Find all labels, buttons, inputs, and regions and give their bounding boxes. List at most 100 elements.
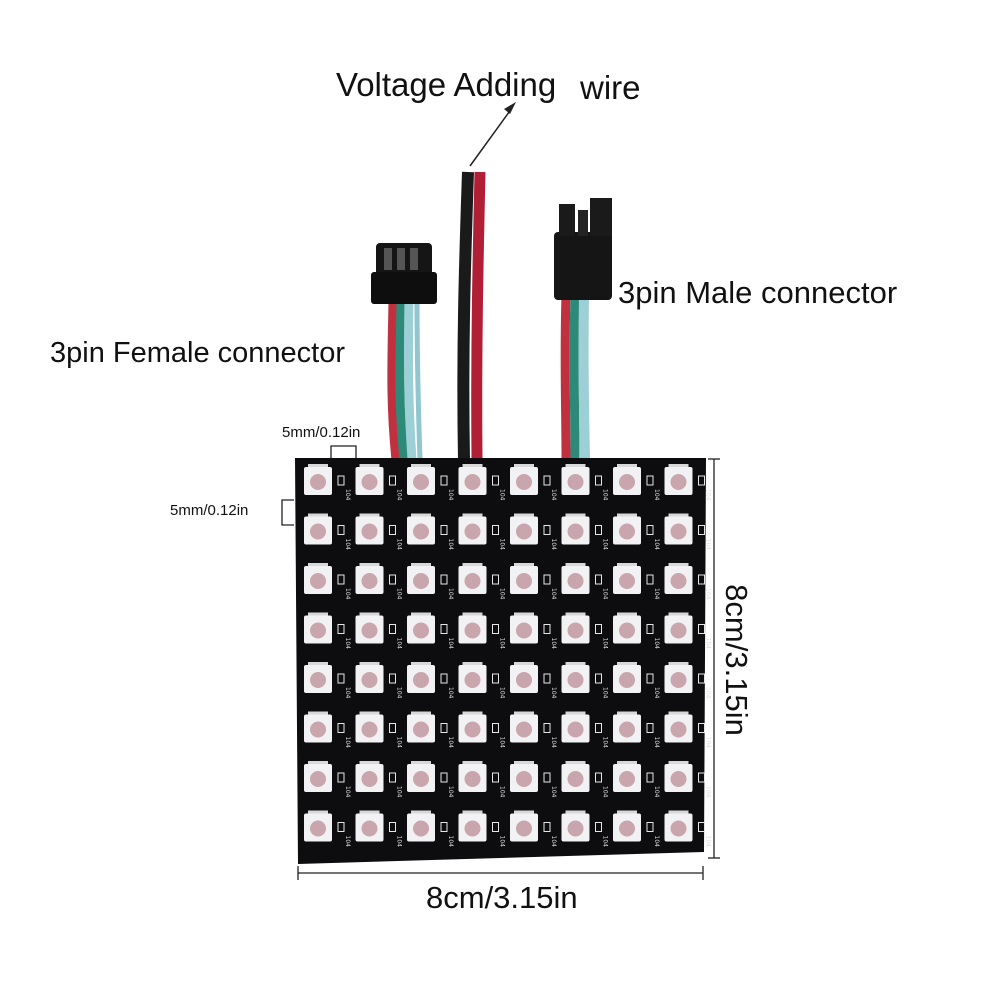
led-pixel (664, 513, 693, 545)
led-pixel (304, 711, 332, 743)
capacitor-pad (646, 822, 654, 832)
led-pixel (664, 761, 693, 792)
led-pixel (458, 464, 487, 495)
led-pixel (561, 662, 590, 693)
component-marking: 104 (705, 687, 712, 699)
led-pixel (664, 612, 693, 644)
capacitor-pad (440, 822, 448, 832)
capacitor-pad (646, 525, 654, 535)
capacitor-pad (337, 475, 345, 486)
capacitor-pad (440, 673, 448, 684)
led-pixel (664, 464, 693, 495)
capacitor-pad (543, 525, 551, 535)
capacitor-pad (492, 723, 499, 733)
capacitor-pad (543, 574, 551, 585)
capacitor-pad (646, 624, 654, 634)
capacitor-pad (543, 673, 551, 684)
component-marking: 104 (344, 638, 351, 650)
led-pixel (304, 662, 332, 693)
led-pixel (458, 810, 487, 842)
component-marking: 104 (653, 737, 660, 749)
voltage-callout-arrow (469, 102, 516, 167)
capacitor-pad (492, 772, 499, 783)
component-marking: 104 (602, 836, 609, 848)
led-pixel (304, 612, 332, 644)
led-pixel (613, 711, 641, 743)
led-pixel (561, 563, 590, 594)
led-pixel (355, 612, 384, 644)
led-pixel (561, 464, 590, 495)
component-marking: 104 (447, 737, 454, 749)
component-marking: 104 (447, 638, 454, 650)
component-marking: 104 (396, 539, 403, 551)
component-marking: 104 (447, 786, 454, 798)
led-pixel (407, 711, 435, 743)
male-connector-wires (560, 294, 590, 461)
led-pixel (510, 761, 538, 792)
voltage-wire-label: Voltage Adding (336, 66, 557, 103)
led-pixel (355, 810, 384, 842)
component-marking: 104 (705, 737, 712, 749)
capacitor-pad (337, 624, 345, 634)
component-marking: 104 (499, 836, 506, 848)
height-dimension-line (708, 458, 720, 859)
led-pixel (613, 761, 641, 792)
capacitor-pad (595, 574, 602, 585)
component-marking: 104 (550, 786, 557, 798)
capacitor-pad (543, 723, 551, 733)
led-pixel (510, 711, 538, 743)
led-pixel (613, 464, 641, 495)
led-pixel (407, 464, 435, 495)
component-marking: 104 (653, 638, 660, 650)
led-pixel (407, 761, 435, 792)
capacitor-pad (389, 772, 396, 783)
capacitor-pad (337, 673, 345, 684)
component-marking: 104 (705, 638, 712, 650)
capacitor-pad (389, 624, 396, 634)
component-marking: 104 (396, 786, 403, 798)
component-marking: 104 (550, 588, 557, 600)
component-marking: 104 (499, 638, 506, 650)
led-pixel (407, 563, 435, 594)
capacitor-pad (337, 574, 345, 585)
led-pixel (561, 711, 590, 743)
led-pixel (561, 810, 590, 842)
capacitor-pad (595, 723, 602, 733)
led-pixel (407, 612, 435, 644)
capacitor-pad (389, 673, 396, 684)
capacitor-pad (646, 673, 654, 684)
led-pixel (510, 662, 538, 693)
capacitor-pad (646, 475, 654, 486)
led-pixel (355, 662, 384, 693)
led-pixel (613, 513, 641, 545)
component-marking: 104 (447, 836, 454, 848)
led-pixel (355, 563, 384, 594)
capacitor-pad (440, 772, 448, 783)
component-marking: 104 (344, 786, 351, 798)
component-marking: 104 (602, 786, 609, 798)
capacitor-pad (646, 772, 654, 783)
led-pixel (510, 513, 538, 545)
capacitor-pad (595, 525, 602, 535)
component-marking: 104 (396, 737, 403, 749)
led-grid: 104 104 104 104 104 104 104 104 104 104 104 104 104 1… (304, 464, 712, 847)
pitch-vertical-bracket (281, 499, 294, 526)
capacitor-pad (595, 624, 602, 634)
led-pixel (510, 563, 538, 594)
component-marking: 104 (653, 539, 660, 551)
component-marking: 104 (447, 539, 454, 551)
component-marking: 104 (705, 836, 712, 848)
horizontal-pitch-label: 5mm/0.12in (282, 424, 361, 441)
capacitor-pad (492, 673, 499, 684)
led-pixel (407, 513, 435, 545)
component-marking: 104 (550, 539, 557, 551)
component-marking: 104 (705, 489, 712, 501)
led-pixel (458, 761, 487, 792)
component-marking: 104 (344, 588, 351, 600)
led-pixel (613, 662, 641, 693)
capacitor-pad (389, 723, 396, 733)
component-marking: 104 (499, 737, 506, 749)
component-marking: 104 (653, 786, 660, 798)
led-pixel (458, 662, 487, 693)
capacitor-pad (337, 772, 345, 783)
